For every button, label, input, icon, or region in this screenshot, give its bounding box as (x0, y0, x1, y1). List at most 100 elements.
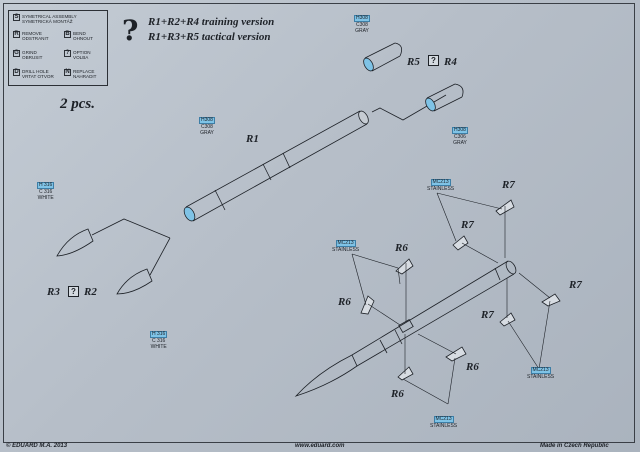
paint-callout-r5: H308 C308 GRAY (354, 15, 370, 34)
fin-r7-right (541, 293, 561, 307)
legend-label-cz: SYMETRICKÁ MONTÁŽ (22, 19, 73, 24)
material-name-stainless: STAINLESS (527, 374, 555, 380)
paint-code-h308: H308 (354, 15, 370, 22)
option-box-r3-r2: ? (68, 286, 79, 297)
legend-label: GRIND (22, 50, 37, 55)
nose-cone-r3 (56, 218, 171, 257)
paint-name-white: WHITE (37, 195, 54, 201)
fin-r6-upper (395, 258, 414, 275)
label-r2: R2 (84, 286, 97, 298)
paint-name-gray: GRAY (200, 130, 214, 136)
label-r3: R3 (47, 286, 60, 298)
legend-label-cz: ODSTRANIT (22, 36, 49, 41)
piece-count: 2 pcs. (60, 96, 95, 112)
sheet-border (3, 3, 635, 443)
legend-label: REMOVE (22, 31, 42, 36)
material-code-mc213: MC213 (530, 367, 551, 374)
label-r6-bottom: R6 (391, 388, 404, 400)
material-name-stainless: STAINLESS (427, 186, 455, 192)
option-question-mark: ? (122, 14, 139, 47)
label-r1: R1 (246, 133, 259, 145)
paint-callout-r4: H308 C306 GRAY (452, 127, 468, 146)
legend-label: REPLACE (73, 69, 95, 74)
label-r6-right: R6 (466, 361, 479, 373)
assembly-leaders (351, 192, 551, 405)
replace-icon: N (64, 69, 71, 76)
bend-icon: B (64, 31, 71, 38)
remove-icon: R (13, 31, 20, 38)
paint-code-c316: C 316 (39, 189, 53, 195)
training-version-text: R1+R2+R4 training version (148, 16, 275, 28)
fin-r7-mid (452, 235, 469, 251)
legend-label: BEND (73, 31, 86, 36)
missile-body (294, 260, 517, 397)
material-callout-r7-lower: MC213 STAINLESS (527, 367, 554, 380)
paint-callout-r2: H 316 C 316 WHITE (150, 331, 168, 350)
legend-label-cz: VRTAT OTVOR (22, 74, 54, 79)
fin-r6-left (360, 295, 375, 315)
paint-code-c316: C 316 (152, 338, 166, 344)
footer-made-in: Made in Czech Republic (540, 443, 609, 449)
paint-code-h308: H308 (199, 117, 215, 124)
fin-r6-bottom (397, 366, 414, 381)
r4-cap (425, 83, 464, 112)
r1-tube (183, 110, 369, 222)
label-r7-mid: R7 (461, 219, 474, 231)
drill-hole-icon: D (13, 69, 20, 76)
paint-code-c306: C306 (454, 134, 466, 140)
material-callout-r6-lower: MC213 STAINLESS (430, 416, 457, 429)
label-r4: R4 (444, 56, 457, 68)
label-r7-right: R7 (569, 279, 582, 291)
material-callout-r6-upper: MC213 STAINLESS (332, 240, 359, 253)
fin-r7-lower (499, 312, 516, 327)
legend-label: OPTION (73, 50, 91, 55)
label-r7-lower: R7 (481, 309, 494, 321)
footer-copyright: © EDUARD M.A. 2013 (6, 443, 68, 449)
option-box-r5-r4: ? (428, 55, 439, 66)
paint-name-gray: GRAY (355, 28, 369, 34)
paint-callout-r1: H308 C308 GRAY (199, 117, 215, 136)
paint-code-h316: H 316 (37, 182, 55, 189)
material-code-mc213: MC213 (335, 240, 356, 247)
legend-label-cz: OHNOUT (73, 36, 93, 41)
symmetrical-assembly-icon: S (13, 14, 20, 21)
legend-label: DRILL HOLE (22, 69, 49, 74)
legend-label-cz: OBRUSIT (22, 55, 43, 60)
material-code-mc213: MC213 (430, 179, 451, 186)
r5-cap (363, 42, 403, 72)
legend-label-cz: NAHRADIT (73, 74, 97, 79)
r1-leader (371, 94, 447, 121)
tactical-version-text: R1+R3+R5 tactical version (148, 31, 271, 43)
paint-code-h308: H308 (452, 127, 468, 134)
material-name-stainless: STAINLESS (332, 247, 360, 253)
material-callout-r7: MC213 STAINLESS (427, 179, 454, 192)
legend-label-cz: VOLBA (73, 55, 89, 60)
legend-label: SYMETRICAL ASSEMBLY (22, 14, 77, 19)
option-icon: ? (64, 50, 71, 57)
paint-code-c308: C308 (356, 22, 368, 28)
paint-code-c308: C308 (201, 124, 213, 130)
nose-cone-r2 (116, 237, 171, 295)
paint-name-white: WHITE (150, 344, 167, 350)
material-code-mc213: MC213 (433, 416, 454, 423)
material-name-stainless: STAINLESS (430, 423, 458, 429)
label-r7-top: R7 (502, 179, 515, 191)
grind-icon: G (13, 50, 20, 57)
footer-url: www.eduard.com (295, 443, 345, 449)
label-r6-upper: R6 (395, 242, 408, 254)
paint-code-h316: H 316 (150, 331, 168, 338)
paint-callout-r3: H 316 C 316 WHITE (37, 182, 55, 201)
label-r6-left: R6 (338, 296, 351, 308)
paint-name-gray: GRAY (453, 140, 467, 146)
label-r5: R5 (407, 56, 420, 68)
